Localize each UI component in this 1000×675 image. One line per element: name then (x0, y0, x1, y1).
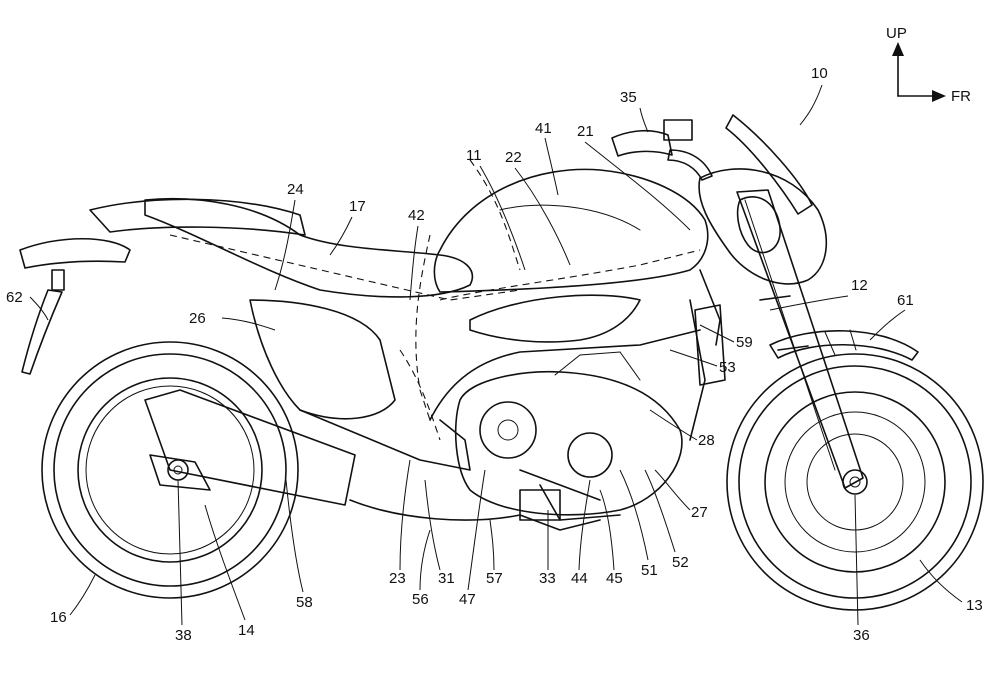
exhaust-pipe (349, 499, 601, 531)
engine (454, 351, 683, 521)
frame-body (249, 269, 721, 471)
orientation-indicator: UP FR (886, 25, 971, 105)
rear-cowl (19, 198, 306, 375)
ref-16: 16 (50, 609, 67, 626)
right-arrow-icon (932, 90, 946, 102)
fuel-tank (433, 168, 709, 293)
ref-11: 11 (466, 147, 482, 164)
ref-10: 10 (811, 65, 828, 82)
ref-24: 24 (287, 181, 304, 198)
up-arrow-icon (892, 42, 904, 56)
ref-61: 61 (897, 292, 914, 309)
muffler-bracket (149, 454, 211, 491)
rear-wheel (41, 341, 299, 599)
ref-42: 42 (408, 207, 425, 224)
ref-41: 41 (535, 120, 552, 137)
ref-38: 38 (175, 627, 192, 644)
ref-52: 52 (672, 554, 689, 571)
ref-62: 62 (6, 289, 23, 306)
front-cowl (698, 114, 828, 285)
ref-57: 57 (486, 570, 503, 587)
ref-59: 59 (736, 334, 753, 351)
ref-45: 45 (606, 570, 623, 587)
front-label: FR (951, 88, 971, 105)
ref-17: 17 (349, 198, 366, 215)
up-label: UP (886, 25, 907, 42)
ref-27: 27 (691, 504, 708, 521)
ref-35: 35 (620, 89, 637, 106)
ref-21: 21 (577, 123, 594, 140)
ref-13: 13 (966, 597, 983, 614)
ref-28: 28 (698, 432, 715, 449)
seat (144, 197, 474, 298)
ref-23: 23 (389, 570, 406, 587)
front-fork (736, 189, 864, 489)
ref-14: 14 (238, 622, 255, 639)
leader-lines (29, 84, 963, 626)
hidden-lines (169, 159, 701, 441)
reference-labels: 10 11 12 13 14 16 17 21 22 23 24 26 27 2… (6, 65, 983, 644)
ref-51: 51 (641, 562, 658, 579)
ref-53: 53 (719, 359, 736, 376)
ref-56: 56 (412, 591, 429, 608)
ref-47: 47 (459, 591, 476, 608)
ref-22: 22 (505, 149, 522, 166)
ref-33: 33 (539, 570, 556, 587)
ref-31: 31 (438, 570, 455, 587)
ref-44: 44 (571, 570, 588, 587)
muffler (144, 389, 356, 506)
front-wheel (726, 353, 984, 611)
tank-side-cover (469, 294, 641, 343)
ref-36: 36 (853, 627, 870, 644)
ref-12: 12 (851, 277, 868, 294)
handlebar (611, 119, 713, 181)
ref-26: 26 (189, 310, 206, 327)
ref-58: 58 (296, 594, 313, 611)
